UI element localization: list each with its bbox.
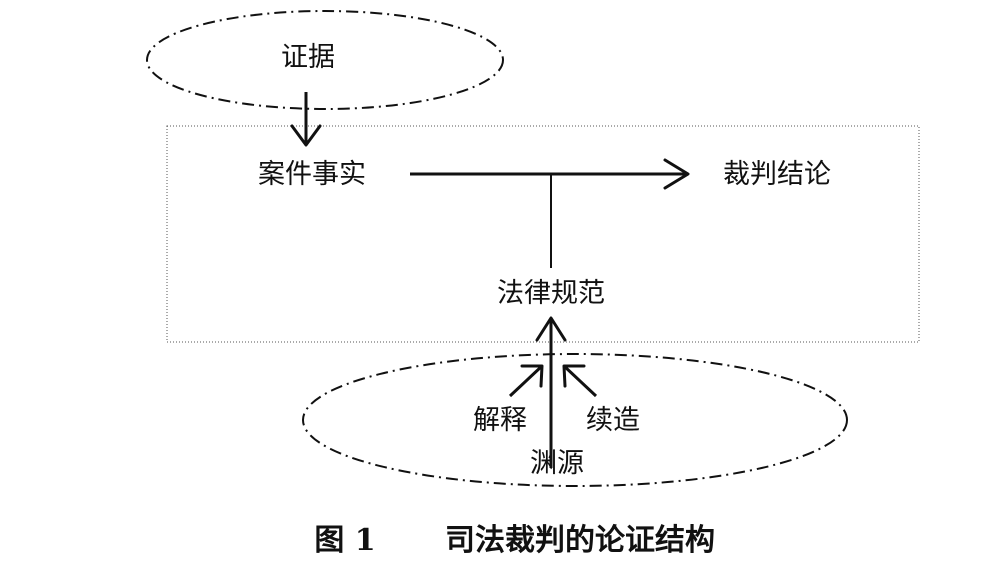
figure-number: 图 1 [314, 523, 375, 558]
case-facts-label: 案件事实 [258, 159, 366, 190]
sources-to-norms-arrow [535, 316, 567, 468]
facts-to-conclusion-arrow [410, 158, 690, 190]
evidence-to-facts-arrow [290, 92, 322, 147]
interpretation-label: 解释 [473, 405, 527, 436]
continuation-arrow [562, 364, 598, 398]
interpretation-arrow [508, 364, 544, 398]
figure-caption: 司法裁判的论证结构 [445, 523, 715, 558]
sources-label: 渊源 [530, 448, 584, 479]
continuation-label: 续造 [586, 405, 640, 436]
evidence-label: 证据 [281, 42, 335, 73]
judgment-conclusion-label: 裁判结论 [723, 159, 831, 190]
legal-norms-label: 法律规范 [497, 278, 605, 309]
evidence-ellipse [146, 10, 504, 110]
sources-ellipse [302, 353, 848, 487]
reasoning-frame [166, 125, 920, 343]
